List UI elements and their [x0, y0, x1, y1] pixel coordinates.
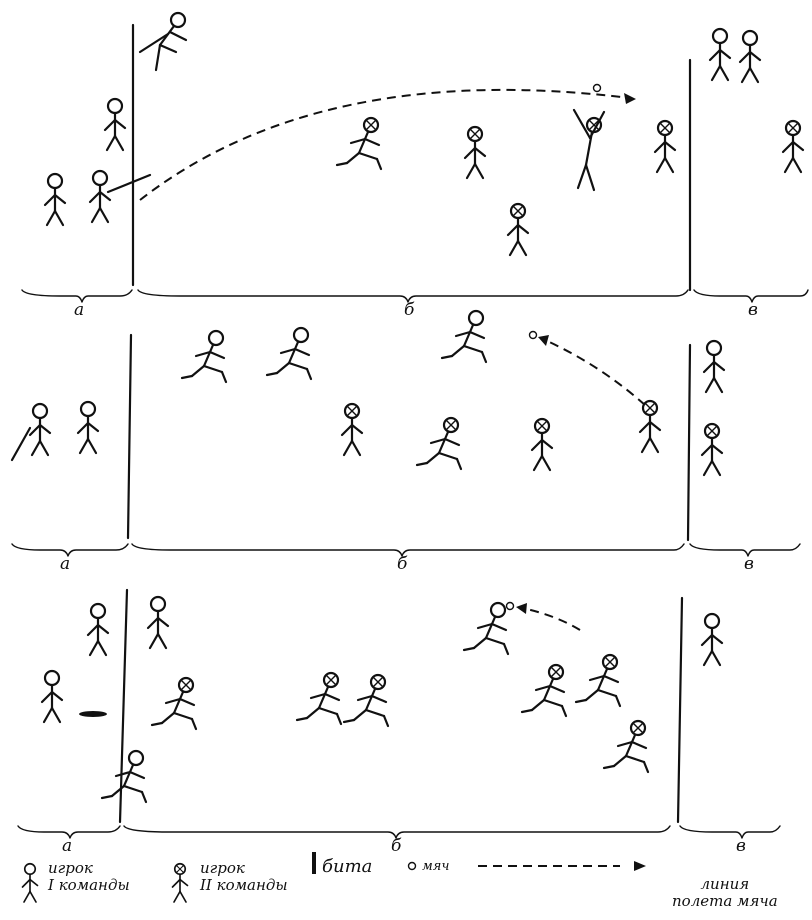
- player-team1-running: [182, 331, 226, 382]
- player-team1: [710, 29, 730, 80]
- zone-label-a: а: [74, 300, 84, 320]
- player-team1: [702, 614, 722, 665]
- player-team2: [783, 121, 803, 172]
- panel-2: [12, 311, 800, 556]
- line-right-p2: [688, 345, 690, 540]
- player-team2: [655, 121, 675, 172]
- player-team1-running: [464, 603, 508, 654]
- player-team2-running: [344, 675, 388, 726]
- ball-flight-line: [522, 608, 580, 630]
- brace-b-p2: [132, 544, 684, 556]
- bat: [108, 175, 150, 192]
- player-team2: [465, 127, 485, 178]
- ball-flight-line: [140, 90, 630, 200]
- legend-ball-icon: [409, 863, 416, 870]
- player-team2-running: [297, 673, 341, 724]
- line-left-p2: [128, 335, 131, 538]
- panel-3: [18, 590, 780, 838]
- zone-label-b: б: [397, 554, 407, 574]
- player-team1-running: [102, 751, 146, 802]
- player-team1: [78, 402, 98, 453]
- player-team1: [148, 597, 168, 648]
- zone-label-a: а: [62, 836, 72, 856]
- player-team2: [532, 419, 552, 470]
- player-team1: [45, 174, 65, 225]
- panel-1: [22, 13, 808, 302]
- flight-arrow: [516, 603, 527, 614]
- player-team2-running: [522, 665, 566, 716]
- flight-arrow: [538, 335, 549, 346]
- bat: [79, 711, 107, 717]
- ball: [530, 332, 537, 339]
- player-team2: [702, 424, 722, 475]
- player-team1-sliding: [442, 311, 486, 362]
- ball: [594, 85, 601, 92]
- ball: [507, 603, 514, 610]
- player-team2-running: [576, 655, 620, 706]
- zone-label-v: в: [748, 300, 758, 320]
- legend-team1-icon: [23, 864, 38, 902]
- player-team1: [42, 671, 62, 722]
- player-team2: [342, 404, 362, 455]
- legend-team1-label: игрок I команды: [48, 860, 130, 894]
- legend-team2-label: игрок II команды: [200, 860, 288, 894]
- zone-label-v: в: [744, 554, 754, 574]
- player-team1: [30, 404, 50, 455]
- player-team2: [337, 118, 381, 169]
- player-team1: [704, 341, 724, 392]
- ball-flight-line: [545, 340, 645, 405]
- zone-label-v: в: [736, 836, 746, 856]
- brace-v-p3: [680, 826, 780, 838]
- legend-team2-icon: [173, 864, 188, 902]
- player-team2-running: [604, 721, 648, 772]
- line-right-p3: [678, 598, 682, 822]
- legend-bat-label: бита: [322, 858, 372, 875]
- zone-label-b: б: [404, 300, 414, 320]
- player-team2: [508, 204, 528, 255]
- player-team2: [640, 401, 660, 452]
- legend-bat-icon: [312, 852, 316, 874]
- flight-arrow: [624, 93, 636, 104]
- player-team1-jumping: [140, 13, 186, 70]
- player-team1: [88, 604, 108, 655]
- player-team2-catching: [574, 110, 604, 190]
- legend-ball-label: мяч: [422, 858, 449, 875]
- player-team1: [740, 31, 760, 82]
- player-team1-running: [267, 328, 311, 379]
- legend-flight-arrow-icon: [634, 861, 646, 871]
- player-team1: [90, 171, 110, 222]
- zone-label-a: а: [60, 554, 70, 574]
- player-team2: [417, 418, 461, 469]
- player-team2: [152, 678, 196, 729]
- player-team1: [105, 99, 125, 150]
- bat: [12, 428, 30, 460]
- legend-flight-label: линия полета мяча: [672, 876, 778, 910]
- zone-label-b: б: [391, 836, 401, 856]
